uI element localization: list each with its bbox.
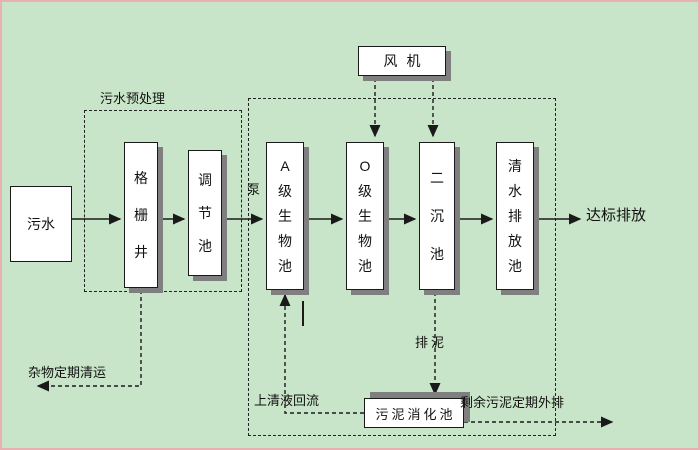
digestion-tank-label: 污泥消化池 — [375, 406, 456, 422]
grid-well-label: 格栅井 — [134, 169, 148, 261]
main-treatment-dashed-region — [248, 98, 556, 436]
clear-tank-label: 清水排放池 — [508, 157, 522, 275]
discharge-label: 达标排放 — [586, 207, 647, 224]
sludge-out-label: 排泥 — [415, 335, 448, 350]
tank-regulating: 调节池 — [188, 150, 222, 276]
tank-sludge-digestion: 污泥消化池 — [364, 398, 464, 428]
regulating-tank-label: 调节池 — [198, 172, 212, 254]
secondary-tank-label: 二沉池 — [430, 170, 444, 262]
fan-box: 风机 — [358, 46, 446, 76]
excess-sludge-label: 剩余污泥定期外排 — [460, 395, 565, 410]
tank-secondary-sedimentation: 二沉池 — [419, 142, 455, 290]
debris-removal-label: 杂物定期清运 — [28, 365, 107, 380]
tank-clear-water: 清水排放池 — [496, 142, 534, 290]
pretreatment-label: 污水预处理 — [100, 91, 166, 106]
fan-label: 风机 — [383, 53, 430, 69]
influent-label: 污水 — [27, 216, 55, 232]
supernatant-return-label: 上清液回流 — [254, 393, 320, 408]
pretreatment-dashed-region — [84, 110, 242, 292]
tank-grid-well: 格栅井 — [124, 142, 158, 288]
pump-label: 泵 — [247, 182, 261, 197]
influent-box: 污水 — [10, 186, 72, 262]
